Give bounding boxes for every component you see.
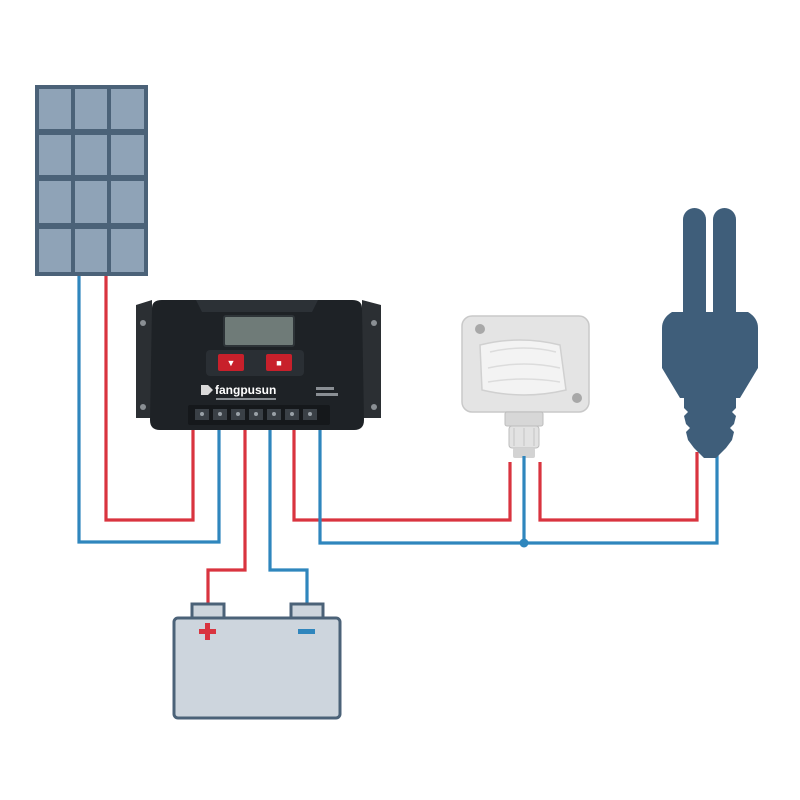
sensor-output-wire xyxy=(538,452,699,522)
solar-panel-icon xyxy=(35,85,148,276)
sensor-lens xyxy=(479,339,567,396)
wire-junction xyxy=(519,538,529,548)
controller-display xyxy=(223,315,295,347)
minus-icon xyxy=(298,629,315,634)
light-bulb-icon xyxy=(662,208,758,458)
brand-logo-mark xyxy=(201,385,213,395)
battery-positive-wire xyxy=(206,430,247,604)
controller-brand-label: fangpusun xyxy=(215,383,276,397)
controller-left-flange xyxy=(136,300,152,418)
solar-cells xyxy=(39,89,144,272)
bulb-tube-right xyxy=(713,208,736,330)
bulb-base xyxy=(684,398,736,448)
load-negative-wire xyxy=(318,430,719,545)
controller-button-left-glyph: ▼ xyxy=(227,358,236,368)
plus-icon xyxy=(199,623,216,640)
controller-right-flange xyxy=(362,300,381,418)
battery-icon xyxy=(172,602,342,720)
battery-body xyxy=(172,616,342,720)
bulb-ballast xyxy=(662,312,758,398)
controller-button-left xyxy=(218,354,244,371)
controller-button-right xyxy=(266,354,292,371)
motion-sensor-icon xyxy=(461,315,590,470)
bulb-tube-left xyxy=(683,208,706,330)
solar-positive-wire xyxy=(104,276,195,522)
controller-button-right-glyph: ■ xyxy=(276,358,281,368)
charge-controller-icon: ▼ ■ fangpusun xyxy=(136,300,381,430)
load-positive-wire xyxy=(292,430,512,522)
sensor-cable-gland xyxy=(504,411,544,427)
battery-negative-wire xyxy=(268,430,309,604)
wires xyxy=(77,276,719,604)
solar-negative-wire xyxy=(77,276,221,544)
